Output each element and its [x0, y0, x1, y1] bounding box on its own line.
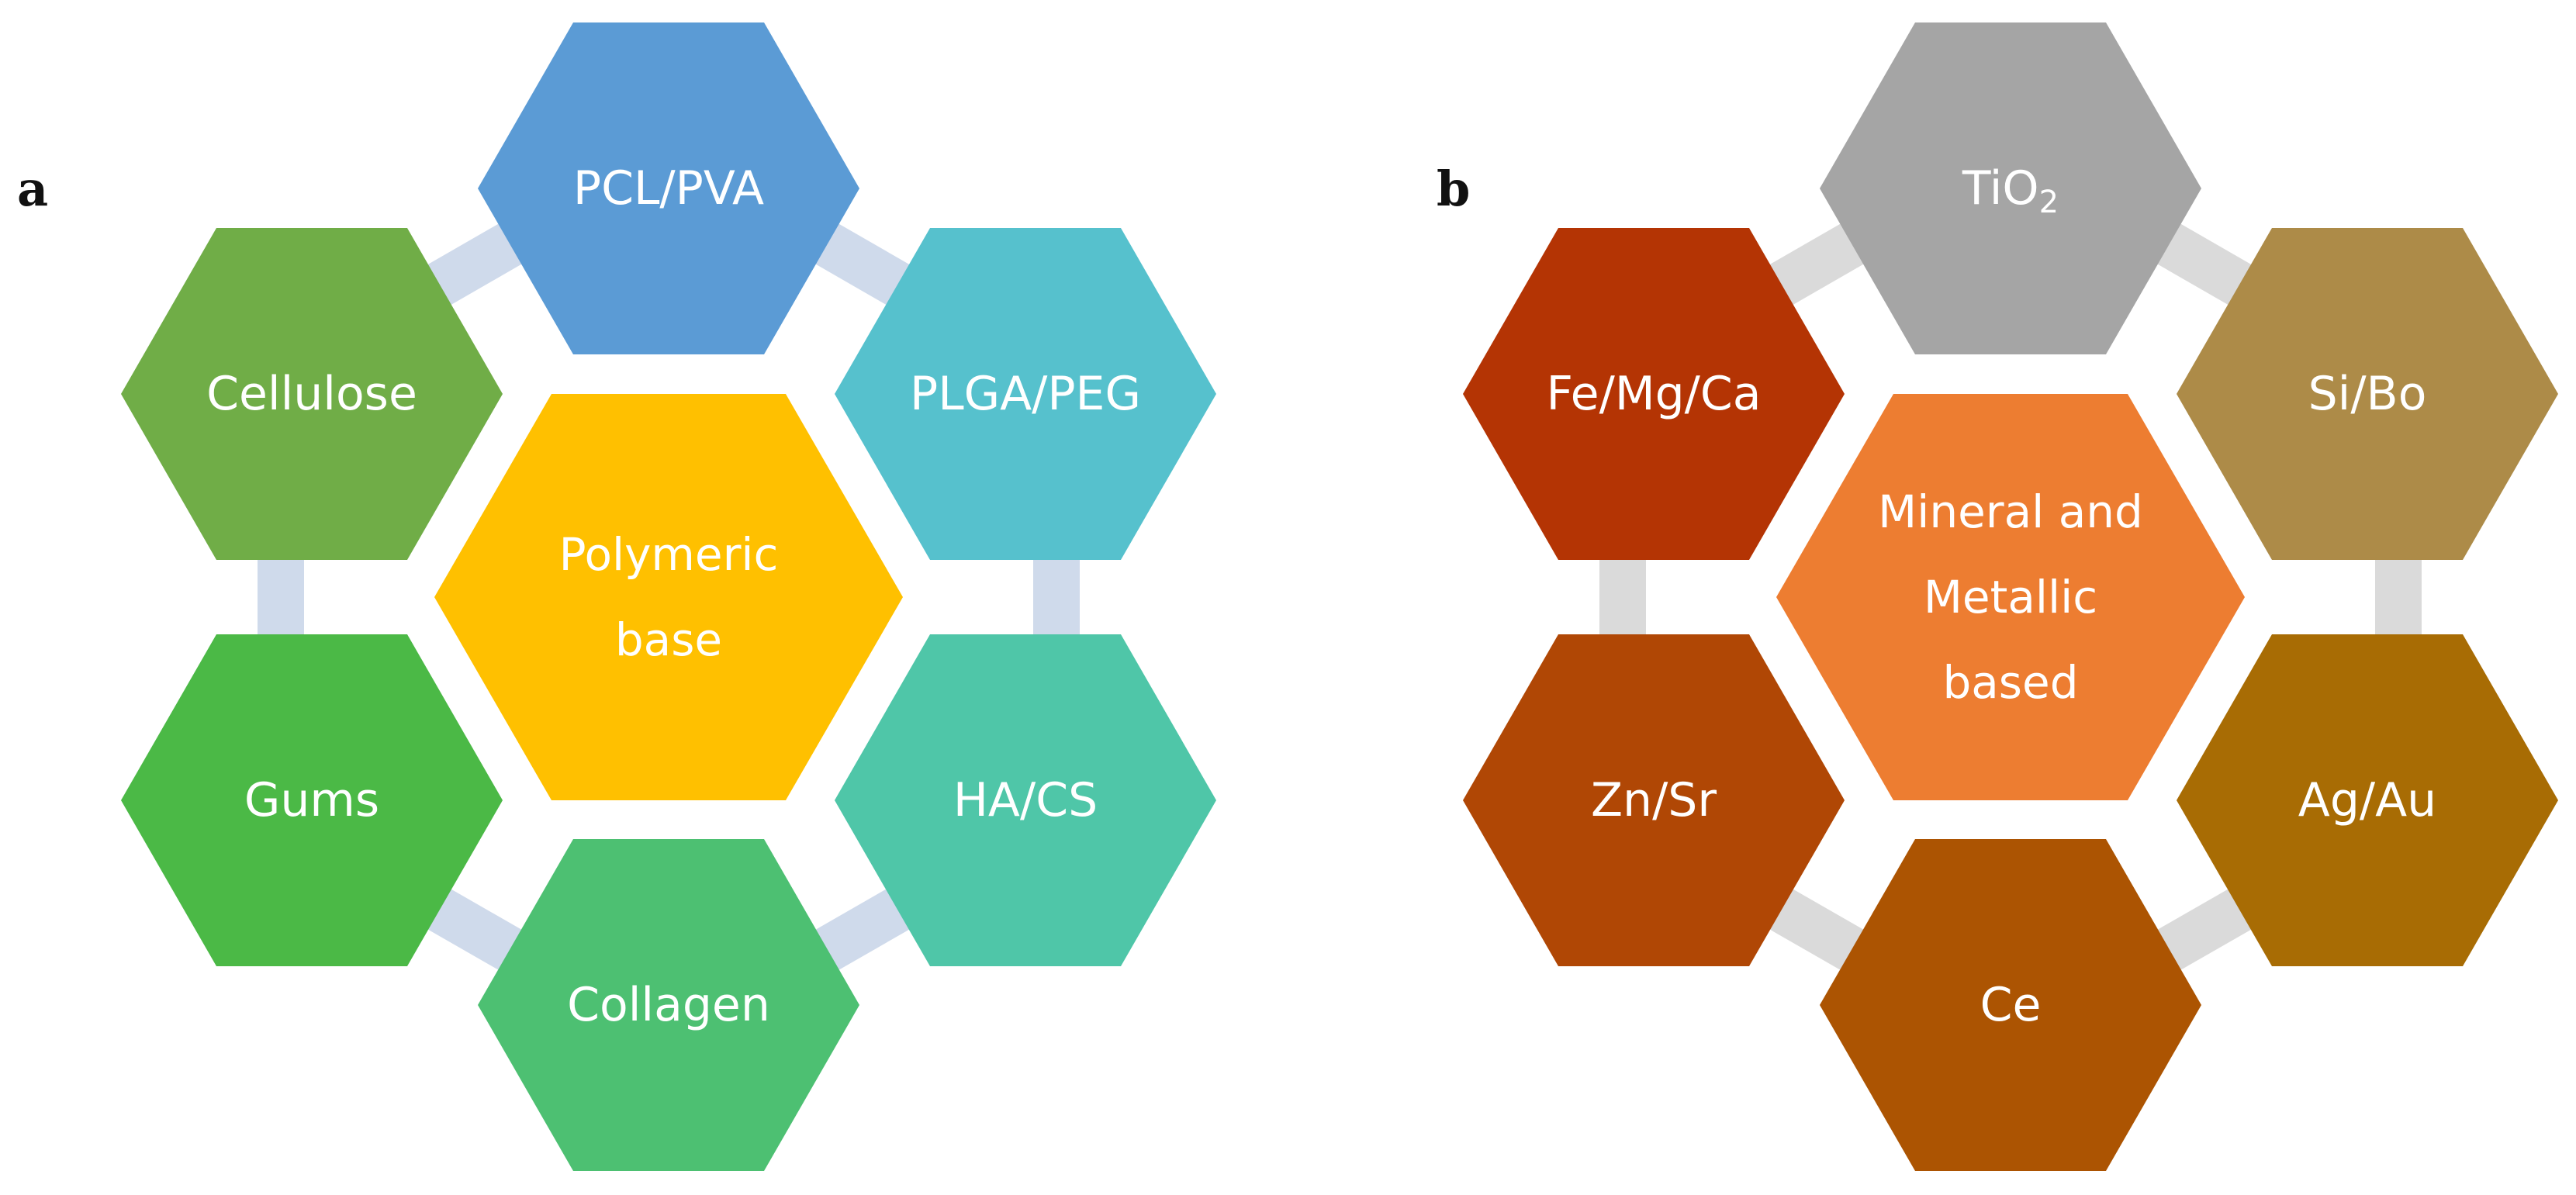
- hex-gums-label: Gums: [244, 773, 379, 827]
- hex-gums-label-text: Gums: [244, 773, 379, 827]
- hex-si-bo-label: Si/Bo: [2308, 367, 2427, 421]
- hex-collagen: Collagen: [478, 839, 859, 1171]
- hex-tio2-label: TiO2: [1962, 161, 2059, 220]
- hex-ce-shape: [1820, 839, 2201, 1171]
- center-hex-b-shape: [1776, 394, 2245, 800]
- hex-gums-shape: [121, 634, 503, 966]
- hex-cellulose-label: Cellulose: [206, 367, 417, 421]
- center-hex-a-label-line-1: Polymeric: [559, 528, 779, 581]
- hex-cellulose: Cellulose: [121, 228, 503, 560]
- hex-ha-cs: HA/CS: [835, 634, 1216, 966]
- center-hex-a-label-line-2: base: [615, 613, 722, 666]
- panel-b-letter: b: [1437, 161, 1470, 217]
- hex-cellulose-shape: [121, 228, 503, 560]
- hex-ag-au-label: Ag/Au: [2298, 773, 2436, 827]
- hex-ag-au-shape: [2177, 634, 2558, 966]
- center-hex-b-label-line-1: Mineral and: [1878, 485, 2143, 538]
- hex-cellulose-label-text: Cellulose: [206, 367, 417, 421]
- hex-pcl-pva: PCL/PVA: [478, 22, 859, 354]
- hex-zn-sr-label: Zn/Sr: [1591, 773, 1717, 827]
- hex-zn-sr: Zn/Sr: [1463, 634, 1845, 966]
- center-hex-b-label-line-2: Metallic: [1924, 571, 2097, 623]
- hex-fe-mg-ca-label-text: Fe/Mg/Ca: [1546, 367, 1761, 421]
- hex-ag-au-label-text: Ag/Au: [2298, 773, 2436, 827]
- hex-ag-au: Ag/Au: [2177, 634, 2558, 966]
- panel-a: PCL/PVA PLGA/PEG HA/CS Collagen Gums Cellulos…: [17, 22, 1216, 1171]
- hex-tio2-label-text: TiO: [1962, 161, 2039, 216]
- hex-tio2-shape: [1820, 22, 2201, 354]
- hex-collagen-label: Collagen: [567, 978, 770, 1032]
- hex-ha-cs-label-text: HA/CS: [953, 773, 1098, 827]
- center-hex-a: Polymeric base: [434, 394, 903, 800]
- hex-ce: Ce: [1820, 839, 2201, 1171]
- hex-ce-label: Ce: [1980, 978, 2042, 1032]
- hex-plga-peg: PLGA/PEG: [835, 228, 1216, 560]
- panel-a-letter: a: [17, 161, 48, 217]
- hex-pcl-pva-label: PCL/PVA: [573, 161, 764, 216]
- hex-plga-peg-shape: [835, 228, 1216, 560]
- hex-pcl-pva-shape: [478, 22, 859, 354]
- hex-collagen-label-text: Collagen: [567, 978, 770, 1032]
- hex-plga-peg-label: PLGA/PEG: [910, 367, 1141, 421]
- hex-si-bo-shape: [2177, 228, 2558, 560]
- hex-ha-cs-label: HA/CS: [953, 773, 1098, 827]
- hex-fe-mg-ca: Fe/Mg/Ca: [1463, 228, 1845, 560]
- center-hex-b-label-line-3: based: [1942, 656, 2078, 709]
- hex-pcl-pva-label-text: PCL/PVA: [573, 161, 764, 216]
- hex-collagen-shape: [478, 839, 859, 1171]
- panel-a-hexagons: PCL/PVA PLGA/PEG HA/CS Collagen Gums Cellulos…: [121, 22, 1216, 1171]
- hex-plga-peg-label-text: PLGA/PEG: [910, 367, 1141, 421]
- hex-fe-mg-ca-label: Fe/Mg/Ca: [1546, 367, 1761, 421]
- hex-zn-sr-label-text: Zn/Sr: [1591, 773, 1717, 827]
- hex-fe-mg-ca-shape: [1463, 228, 1845, 560]
- hex-tio2: TiO2: [1820, 22, 2201, 354]
- hex-si-bo-label-text: Si/Bo: [2308, 367, 2427, 421]
- hex-ha-cs-shape: [835, 634, 1216, 966]
- hex-si-bo: Si/Bo: [2177, 228, 2558, 560]
- hex-zn-sr-shape: [1463, 634, 1845, 966]
- hex-gums: Gums: [121, 634, 503, 966]
- center-hex-a-shape: [434, 394, 903, 800]
- hex-tio2-label-subscript: 2: [2039, 185, 2059, 220]
- hex-ce-label-text: Ce: [1980, 978, 2042, 1032]
